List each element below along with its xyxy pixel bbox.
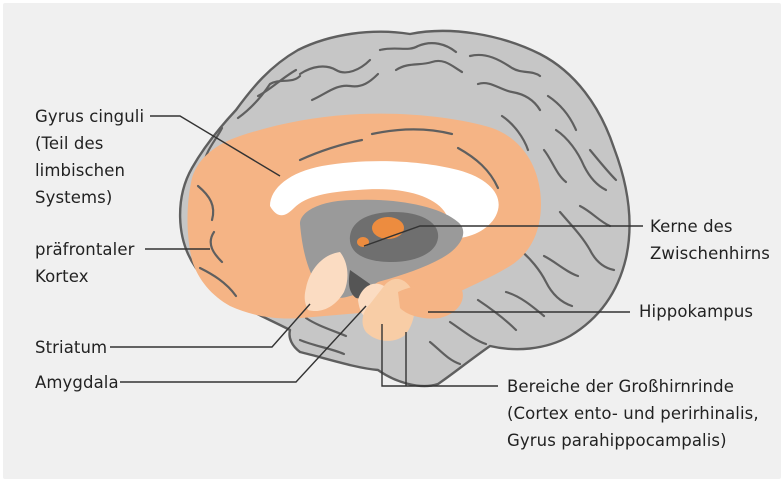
label-praefrontaler-kortex: präfrontaler Kortex: [35, 236, 134, 290]
label-hippokampus: Hippokampus: [639, 298, 753, 325]
label-gyrus-cinguli: Gyrus cinguli (Teil des limbischen Syste…: [35, 103, 144, 211]
label-kerne-zwischenhirns: Kerne des Zwischenhirns: [650, 213, 770, 267]
label-striatum: Striatum: [35, 334, 107, 361]
kerne-des-zwischenhirns-shape: [372, 217, 404, 239]
label-bereiche-grosshirnrinde: Bereiche der Großhirnrinde (Cortex ento-…: [507, 373, 759, 454]
label-amygdala: Amygdala: [35, 369, 119, 396]
